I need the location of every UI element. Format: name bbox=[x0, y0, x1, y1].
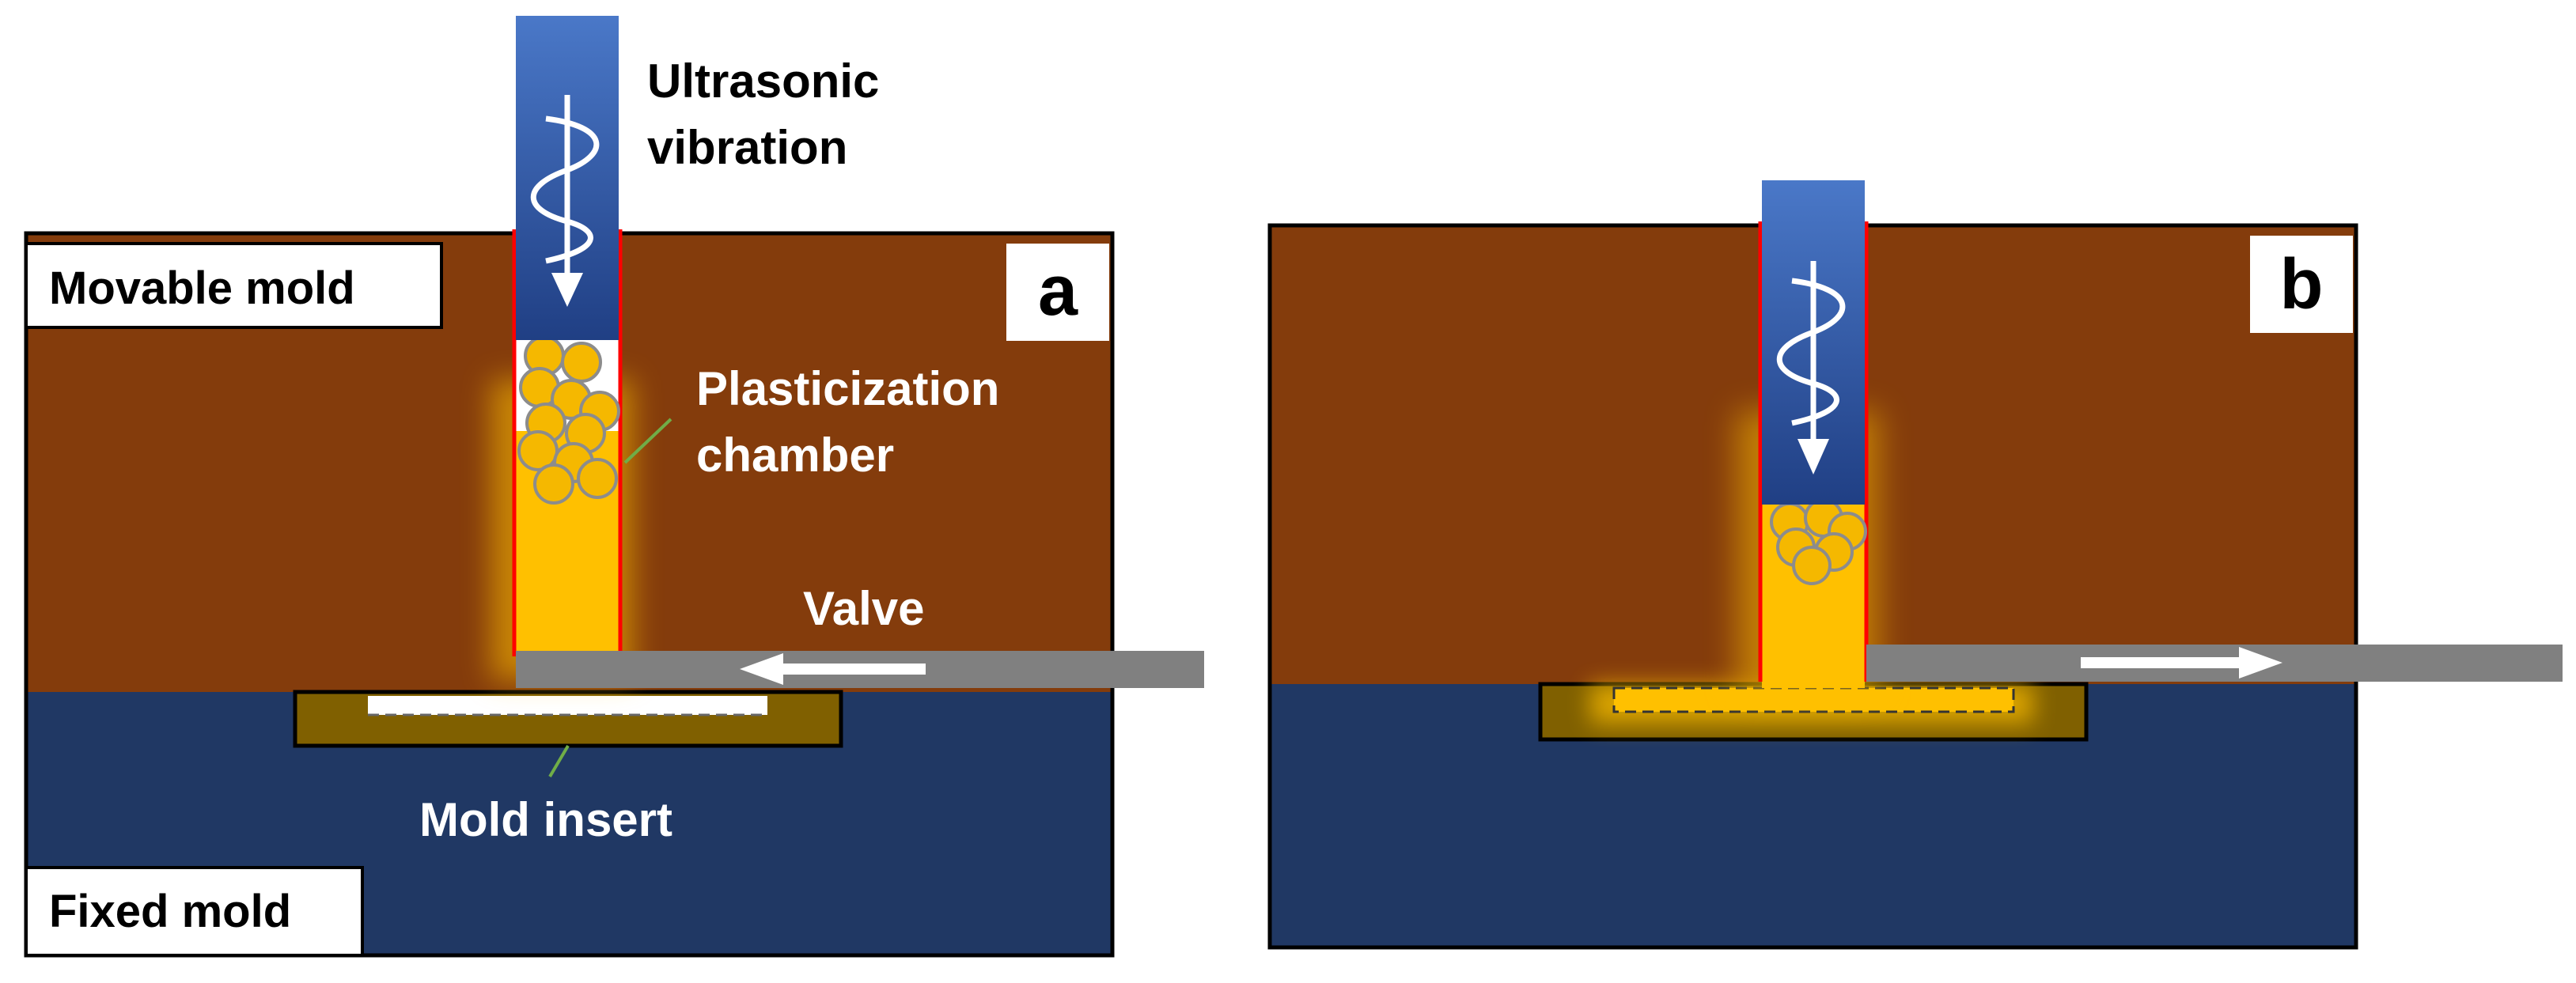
granules-a bbox=[517, 335, 620, 505]
vibration-arrowhead-b bbox=[1798, 439, 1829, 474]
plasticization-label-line2: chamber bbox=[696, 429, 894, 482]
panel-a: Movable mold Fixed mold a Ultrasonic vib… bbox=[24, 16, 1204, 958]
movable-mold-label-box bbox=[25, 242, 443, 329]
vibration-arrow-icon-b bbox=[1777, 261, 1846, 443]
ultrasonic-label-line1: Ultrasonic bbox=[647, 55, 879, 108]
panel-b: b bbox=[1267, 180, 2563, 950]
vibration-arrowhead bbox=[551, 273, 583, 307]
panel-b-tag-box bbox=[2250, 236, 2353, 333]
panel-b-tag: b bbox=[2280, 245, 2324, 324]
chamber-leader-line bbox=[623, 418, 672, 464]
panel-a-tag-box bbox=[1006, 244, 1109, 341]
vibration-arrow-icon bbox=[531, 95, 600, 281]
plasticization-label-line1: Plasticization bbox=[696, 362, 999, 415]
valve-arrow-b-head bbox=[2239, 647, 2282, 679]
granules-b bbox=[1770, 498, 1867, 585]
fixed-mold-label-box bbox=[25, 866, 364, 957]
mold-insert-label: Mold insert bbox=[419, 793, 672, 846]
insert-cavity bbox=[368, 696, 767, 715]
ultrasonic-label-line2: vibration bbox=[647, 121, 847, 174]
insert-leader-line bbox=[548, 744, 570, 778]
panel-a-tag: a bbox=[1038, 251, 1078, 331]
movable-mold-label: Movable mold bbox=[49, 263, 355, 314]
valve-label: Valve bbox=[803, 582, 925, 635]
fixed-mold-label: Fixed mold bbox=[49, 886, 291, 937]
valve-arrow-a-head bbox=[740, 653, 783, 685]
